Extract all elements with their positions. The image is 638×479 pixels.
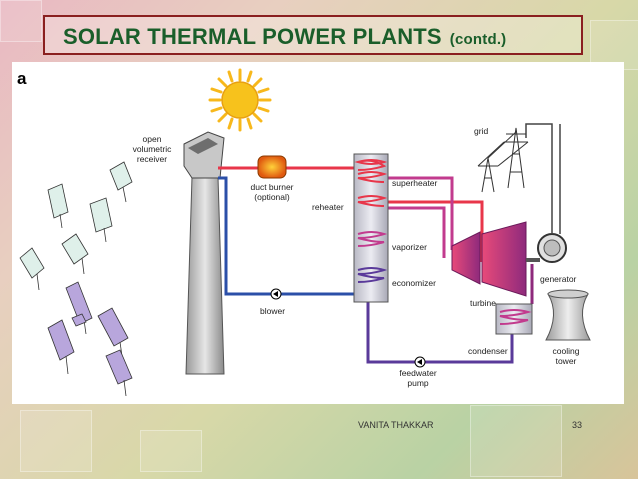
turbine xyxy=(451,221,540,297)
slide-title-suffix: (contd.) xyxy=(449,31,507,48)
label-superheater: superheater xyxy=(392,178,438,188)
label-cooling-tower-1: cooling xyxy=(553,346,580,356)
bg-square xyxy=(470,405,562,477)
solar-plant-diagram: a xyxy=(17,68,591,397)
panel-label: a xyxy=(17,69,27,88)
heat-exchanger xyxy=(353,153,389,303)
heliostat-icon xyxy=(19,161,133,397)
label-duct-burner-2: (optional) xyxy=(254,192,290,202)
duct-burner xyxy=(257,155,287,179)
label-cooling-tower-2: tower xyxy=(556,356,577,366)
label-condenser: condenser xyxy=(468,346,508,356)
slide-title: SOLAR THERMAL POWER PLANTS(contd.) xyxy=(63,24,507,49)
label-generator: generator xyxy=(540,274,577,284)
label-receiver-3: receiver xyxy=(137,154,167,164)
sun-icon xyxy=(208,68,272,132)
label-feedwater-1: feedwater xyxy=(399,368,436,378)
label-duct-burner-1: duct burner xyxy=(251,182,294,192)
bg-square xyxy=(20,410,92,472)
title-box: SOLAR THERMAL POWER PLANTS(contd.) xyxy=(43,15,583,55)
generator xyxy=(525,123,567,263)
solar-tower xyxy=(183,131,225,375)
cooling-tower xyxy=(545,289,591,341)
page-number: 33 xyxy=(572,420,583,430)
pylon-icon xyxy=(477,127,529,193)
bg-square xyxy=(140,430,202,472)
label-vaporizer: vaporizer xyxy=(392,242,427,252)
label-receiver-1: open xyxy=(143,134,162,144)
bg-square xyxy=(590,20,638,70)
label-feedwater-2: pump xyxy=(407,378,429,388)
pump-arrow-icon xyxy=(270,288,426,368)
bg-square xyxy=(0,0,42,42)
label-economizer: economizer xyxy=(392,278,436,288)
label-blower: blower xyxy=(260,306,285,316)
condenser xyxy=(495,303,533,335)
label-turbine: turbine xyxy=(470,298,496,308)
label-reheater: reheater xyxy=(312,202,344,212)
label-grid: grid xyxy=(474,126,488,136)
footer-author: VANITA THAKKAR xyxy=(358,420,434,430)
label-receiver-2: volumetric xyxy=(133,144,172,154)
diagram-panel: a xyxy=(12,62,624,404)
